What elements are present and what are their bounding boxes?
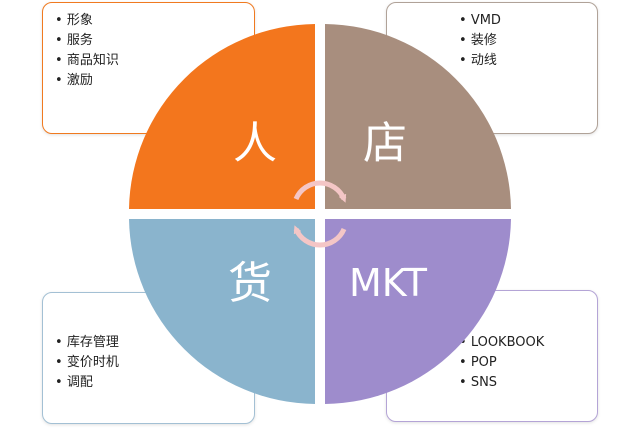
bullet-list-store: VMD 装修 动线	[459, 11, 597, 71]
list-item: VMD	[459, 11, 597, 31]
list-item: 库存管理	[55, 333, 254, 353]
quadrant-label-people: 人	[233, 118, 277, 169]
quadrant-people	[129, 24, 315, 209]
list-item: 服务	[55, 31, 254, 51]
list-item: 调配	[55, 373, 254, 393]
list-item: LOOKBOOK	[459, 333, 597, 353]
list-item: 激励	[55, 71, 254, 91]
bullet-list-people: 形象 服务 商品知识 激励	[55, 11, 254, 91]
quadrant-label-goods: 货	[228, 258, 272, 309]
list-item: 装修	[459, 31, 597, 51]
list-item: SNS	[459, 373, 597, 393]
cycle-arrows-icon	[293, 180, 347, 248]
list-item: 变价时机	[55, 353, 254, 373]
quadrant-goods	[129, 219, 315, 404]
list-item: POP	[459, 353, 597, 373]
quadrant-label-store: 店	[363, 118, 407, 169]
quadrant-store	[325, 24, 511, 209]
quadrant-label-marketing: MKT	[349, 261, 428, 305]
list-item: 商品知识	[55, 51, 254, 71]
list-item: 动线	[459, 51, 597, 71]
quadrant-marketing	[325, 219, 511, 404]
bullet-list-goods: 库存管理 变价时机 调配	[55, 333, 254, 393]
list-item: 形象	[55, 11, 254, 31]
bullet-list-marketing: LOOKBOOK POP SNS	[459, 333, 597, 393]
